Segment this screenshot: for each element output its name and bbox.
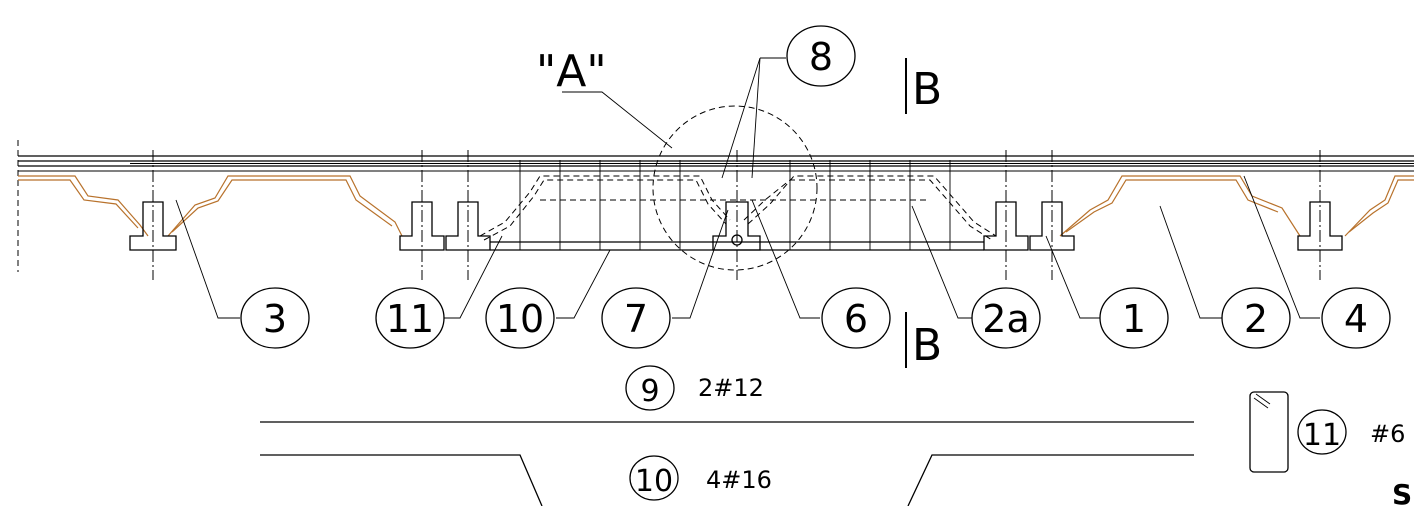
svg-text:10: 10 — [496, 297, 544, 341]
beam-sections — [129, 201, 1343, 251]
topping-slab — [17, 140, 1414, 272]
detail-circle — [562, 91, 818, 271]
svg-text:3: 3 — [263, 297, 287, 341]
svg-text:9: 9 — [640, 374, 659, 409]
callout-10: 10 — [485, 287, 555, 349]
reinforcement-cage — [479, 160, 997, 250]
bar-11-spec: #6 — [1370, 420, 1405, 448]
bar-10: 10 4#16 — [260, 454, 1194, 506]
svg-text:8: 8 — [809, 35, 833, 79]
bar-11: 11 #6 — [1249, 391, 1405, 473]
svg-text:2a: 2a — [982, 297, 1029, 341]
callout-3: 3 — [240, 287, 310, 349]
svg-text:2: 2 — [1244, 297, 1268, 341]
svg-text:7: 7 — [624, 297, 648, 341]
callout-11: 11 — [375, 287, 445, 349]
svg-text:1: 1 — [1122, 297, 1146, 341]
corner-text: S — [1392, 478, 1412, 506]
section-mark-bottom: B — [912, 320, 942, 371]
svg-text:6: 6 — [844, 297, 868, 341]
callout-leaders — [175, 175, 1320, 319]
callout-4: 4 — [1321, 287, 1391, 349]
bar-9: 9 2#12 — [260, 365, 1194, 423]
callout-8: 8 — [721, 25, 856, 179]
callout-6: 6 — [821, 287, 891, 349]
bar-10-spec: 4#16 — [706, 466, 772, 494]
section-mark-top: B — [912, 64, 942, 115]
callout-7: 7 — [601, 287, 671, 349]
center-lines — [152, 150, 1321, 280]
callout-2: 2 — [1221, 287, 1291, 349]
bar-9-spec: 2#12 — [698, 374, 764, 402]
precast-panels — [18, 175, 1414, 237]
detail-label: "A" — [536, 46, 607, 97]
callout-1: 1 — [1099, 287, 1169, 349]
svg-text:4: 4 — [1344, 297, 1368, 341]
svg-text:11: 11 — [1303, 418, 1341, 453]
callout-2a: 2a — [971, 287, 1041, 349]
svg-text:10: 10 — [635, 464, 673, 499]
svg-text:11: 11 — [386, 297, 434, 341]
